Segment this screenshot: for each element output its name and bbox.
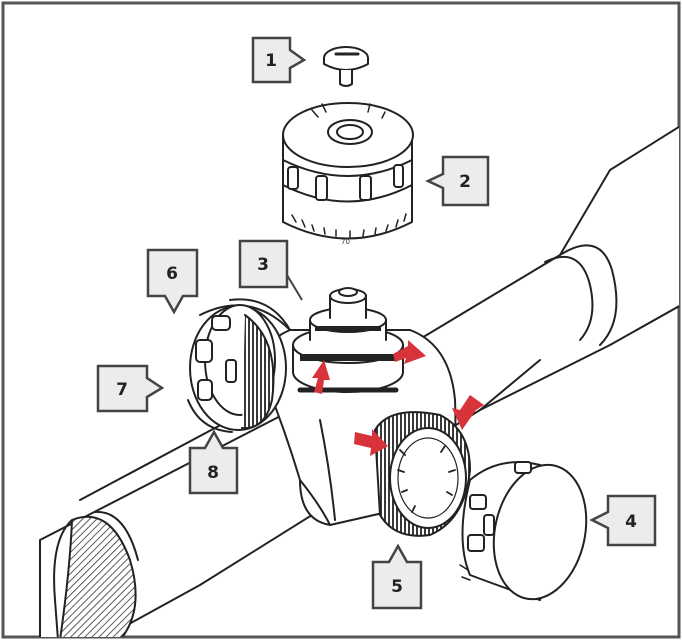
turret-scale-label: 70 xyxy=(341,238,350,246)
eyepiece-knurl xyxy=(53,510,139,637)
callout-4: 4 xyxy=(589,494,657,547)
cap-screw xyxy=(323,46,369,87)
callout-label: 8 xyxy=(207,463,219,483)
arrow-up-right xyxy=(393,340,426,364)
direction-arrows xyxy=(312,340,484,456)
callout-1: 1 xyxy=(251,36,307,84)
parallax-turret-cap xyxy=(459,461,588,601)
callout-3: 3 xyxy=(238,239,303,301)
callout-label: 7 xyxy=(116,380,128,400)
arrow-up-left xyxy=(312,360,330,394)
callout-label: 4 xyxy=(625,512,637,532)
callout-6: 6 xyxy=(146,248,199,315)
windage-turret xyxy=(187,298,291,433)
callout-8: 8 xyxy=(188,429,239,495)
callout-label: 3 xyxy=(257,255,269,275)
callout-2: 2 xyxy=(425,155,490,207)
callout-label: 5 xyxy=(391,577,403,597)
callout-label: 1 xyxy=(265,51,277,71)
callout-5: 5 xyxy=(371,543,423,610)
arrow-right xyxy=(354,429,388,456)
elevation-turret-base xyxy=(292,287,404,393)
callout-7: 7 xyxy=(96,364,165,413)
callout-label: 2 xyxy=(459,172,471,192)
arrow-down-right xyxy=(452,395,484,430)
elevation-turret-cap: 70 xyxy=(282,102,414,246)
parallax-turret xyxy=(374,411,471,537)
callout-label: 6 xyxy=(166,264,178,284)
